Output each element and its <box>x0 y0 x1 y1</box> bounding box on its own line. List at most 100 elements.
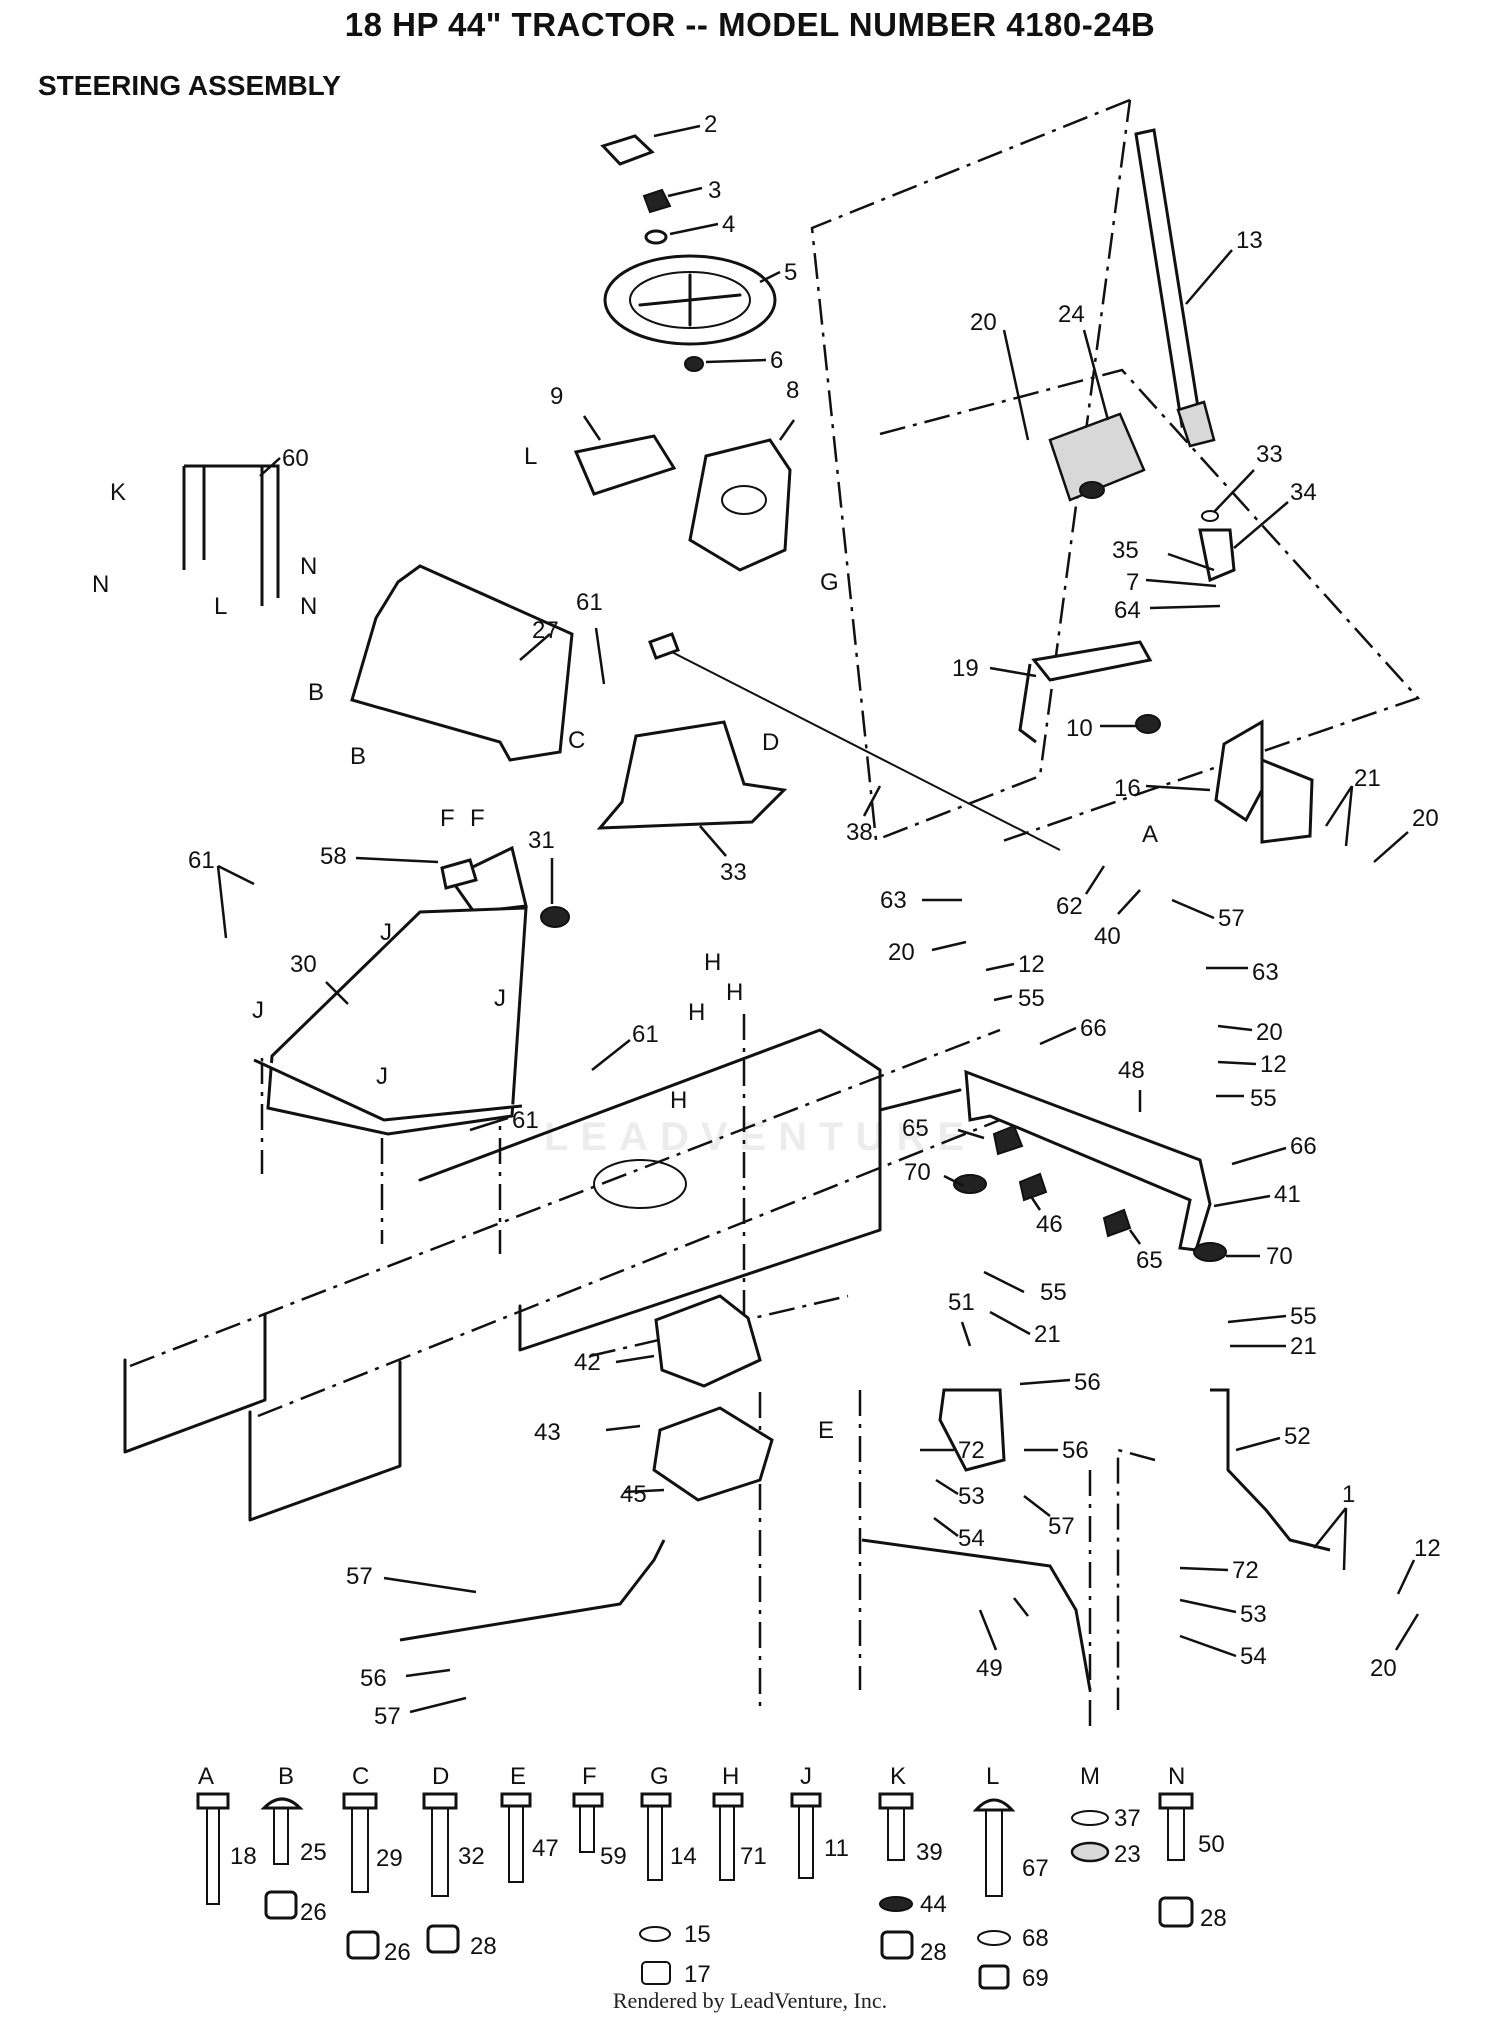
svg-text:11: 11 <box>824 1835 849 1862</box>
svg-text:15: 15 <box>684 1921 711 1948</box>
svg-text:J: J <box>494 985 506 1012</box>
svg-text:B: B <box>308 679 324 706</box>
svg-text:23: 23 <box>1114 1841 1141 1868</box>
callout-38: 40 <box>1094 889 1141 950</box>
svg-text:47: 47 <box>532 1835 559 1862</box>
phantom-lines <box>129 98 1421 1730</box>
svg-text:72: 72 <box>958 1437 985 1464</box>
svg-text:63: 63 <box>880 887 907 914</box>
callout-41: 42 <box>574 1349 655 1376</box>
callout-49: 52 <box>1235 1423 1311 1452</box>
svg-text:33: 33 <box>1256 441 1283 468</box>
svg-text:G: G <box>820 569 839 596</box>
svg-text:68: 68 <box>1022 1925 1049 1952</box>
svg-text:50: 50 <box>1198 1831 1225 1858</box>
svg-text:64: 64 <box>1114 597 1141 624</box>
svg-text:A: A <box>198 1763 214 1790</box>
page-title: 18 HP 44" TRACTOR -- MODEL NUMBER 4180-2… <box>344 6 1156 43</box>
svg-text:62: 62 <box>1056 893 1083 920</box>
svg-text:61: 61 <box>188 847 215 874</box>
svg-text:69: 69 <box>1022 1965 1049 1992</box>
callout-66-a: 66 <box>1039 1015 1107 1046</box>
steering-wheel-group <box>573 134 792 572</box>
svg-text:52: 52 <box>1284 1423 1311 1450</box>
svg-text:51: 51 <box>948 1289 975 1316</box>
svg-text:7: 7 <box>1126 569 1139 596</box>
callout-57-bottom: 57 <box>374 1696 467 1730</box>
callout-20-right2: 20 <box>1217 1019 1283 1046</box>
callouts: 2 3 4 5 6 8 9 13 24 20 33 34 35 7 64 19 … <box>188 111 1441 1730</box>
svg-text:5: 5 <box>784 259 797 286</box>
svg-text:H: H <box>726 979 743 1006</box>
callout-63-left: 63 <box>880 887 962 914</box>
callout-40: 41 <box>1213 1181 1301 1208</box>
callout-6: 6 <box>705 347 783 374</box>
svg-text:45: 45 <box>620 1481 647 1508</box>
key-f: F 59 <box>572 1763 627 1870</box>
callout-43: 45 <box>620 1481 665 1508</box>
key-k: K 39 44 28 <box>878 1763 947 1966</box>
svg-text:55: 55 <box>1018 985 1045 1012</box>
svg-text:55: 55 <box>1250 1085 1277 1112</box>
callout-52-b: 53 <box>1179 1598 1267 1628</box>
svg-text:65: 65 <box>1136 1247 1163 1274</box>
callout-21-mid: 21 <box>989 1310 1061 1348</box>
svg-text:J: J <box>252 997 264 1024</box>
svg-text:55: 55 <box>1290 1303 1317 1330</box>
drag-link <box>659 645 1061 851</box>
svg-text:B: B <box>278 1763 294 1790</box>
svg-text:F: F <box>470 805 485 832</box>
svg-text:H: H <box>670 1087 687 1114</box>
svg-text:K: K <box>890 1763 906 1790</box>
hardware-key: A 18 B 25 26 C 29 26 D 32 28 E 47 F 59 G… <box>196 1763 1227 1992</box>
svg-text:53: 53 <box>1240 1601 1267 1628</box>
callout-12-mid: 12 <box>985 951 1045 978</box>
svg-text:57: 57 <box>346 1563 373 1590</box>
callout-46: 48 <box>1118 1057 1145 1112</box>
callout-10: 10 <box>1066 715 1138 742</box>
svg-text:67: 67 <box>1022 1855 1049 1882</box>
svg-text:19: 19 <box>952 655 979 682</box>
svg-text:61: 61 <box>576 589 603 616</box>
svg-text:46: 46 <box>1036 1211 1063 1238</box>
svg-text:3: 3 <box>708 177 721 204</box>
svg-text:41: 41 <box>1274 1181 1301 1208</box>
svg-text:42: 42 <box>574 1349 601 1376</box>
svg-text:F: F <box>440 805 455 832</box>
svg-text:H: H <box>688 999 705 1026</box>
svg-text:24: 24 <box>1058 301 1085 328</box>
callout-56-a: 56 <box>1019 1369 1101 1396</box>
svg-text:N: N <box>92 571 109 598</box>
callout-24: 27 <box>519 617 559 661</box>
callout-31: 33 <box>699 825 747 886</box>
callout-61-b: 61 <box>188 847 255 939</box>
svg-text:66: 66 <box>1290 1133 1317 1160</box>
assembly-subtitle: STEERING ASSEMBLY <box>38 70 341 101</box>
svg-text:20: 20 <box>1412 805 1439 832</box>
svg-text:N: N <box>1168 1763 1185 1790</box>
svg-text:20: 20 <box>970 309 997 336</box>
key-n: N 50 28 <box>1158 1763 1227 1932</box>
callout-54-b: 55 <box>1216 1085 1277 1112</box>
svg-text:70: 70 <box>1266 1243 1293 1270</box>
callout-20-wheel <box>1013 1597 1029 1617</box>
svg-text:N: N <box>300 553 317 580</box>
svg-text:M: M <box>1080 1763 1100 1790</box>
svg-text:26: 26 <box>384 1939 411 1966</box>
svg-text:21: 21 <box>1290 1333 1317 1360</box>
callout-42: 43 <box>534 1419 641 1446</box>
callout-52-a: 53 <box>935 1478 985 1510</box>
callout-56-c: 56 <box>360 1665 451 1692</box>
callout-62: 62 <box>1056 865 1106 920</box>
svg-text:4: 4 <box>722 211 735 238</box>
svg-text:40: 40 <box>1094 923 1121 950</box>
svg-text:14: 14 <box>670 1843 697 1870</box>
svg-text:30: 30 <box>290 951 317 978</box>
svg-text:39: 39 <box>916 1839 943 1866</box>
svg-text:33: 33 <box>720 859 747 886</box>
svg-text:38: 38 <box>846 819 873 846</box>
callout-21-top: 21 <box>1324 765 1381 847</box>
callout-12-bottom: 12 <box>1396 1535 1441 1595</box>
svg-text:21: 21 <box>1354 765 1381 792</box>
